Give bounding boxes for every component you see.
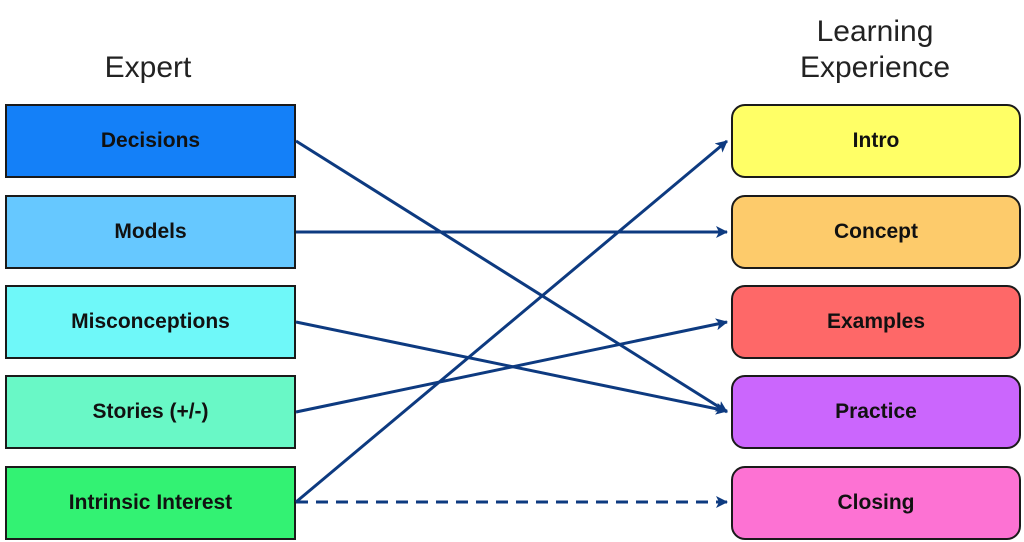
learning-box-label: Examples	[826, 310, 926, 333]
expert-box-misconceptions: Misconceptions	[5, 285, 296, 359]
learning-box-practice: Practice	[731, 375, 1021, 449]
learning-box-examples: Examples	[731, 285, 1021, 359]
expert-column-title: Expert	[48, 50, 248, 86]
expert-box-label: Models	[114, 220, 187, 243]
expert-box-label: Decisions	[100, 129, 201, 152]
expert-box-label: Misconceptions	[71, 310, 230, 333]
learning-box-label: Closing	[837, 491, 915, 514]
expert-box-intrinsic-interest: Intrinsic Interest	[5, 466, 296, 540]
arrow-decisions-to-practice	[295, 139, 728, 414]
learning-box-closing: Closing	[731, 466, 1021, 540]
learning-title-line1: Learning	[816, 15, 934, 48]
learning-title-line2: Experience	[799, 51, 951, 84]
expert-box-decisions: Decisions	[5, 104, 296, 178]
expert-box-stories: Stories (+/-)	[5, 375, 296, 449]
learning-box-label: Practice	[835, 400, 917, 423]
arrow-intrinsic-interest-to-intro	[295, 139, 728, 504]
learning-experience-column-title: Learning Experience	[770, 14, 980, 86]
expert-title-text: Expert	[104, 51, 192, 84]
learning-box-intro: Intro	[731, 104, 1021, 178]
expert-box-label: Stories (+/-)	[92, 400, 209, 423]
arrow-stories-to-examples	[295, 318, 728, 414]
learning-box-label: Intro	[852, 129, 900, 152]
expert-box-models: Models	[5, 195, 296, 269]
learning-box-concept: Concept	[731, 195, 1021, 269]
expert-box-label: Intrinsic Interest	[68, 491, 233, 514]
learning-box-label: Concept	[834, 220, 918, 243]
